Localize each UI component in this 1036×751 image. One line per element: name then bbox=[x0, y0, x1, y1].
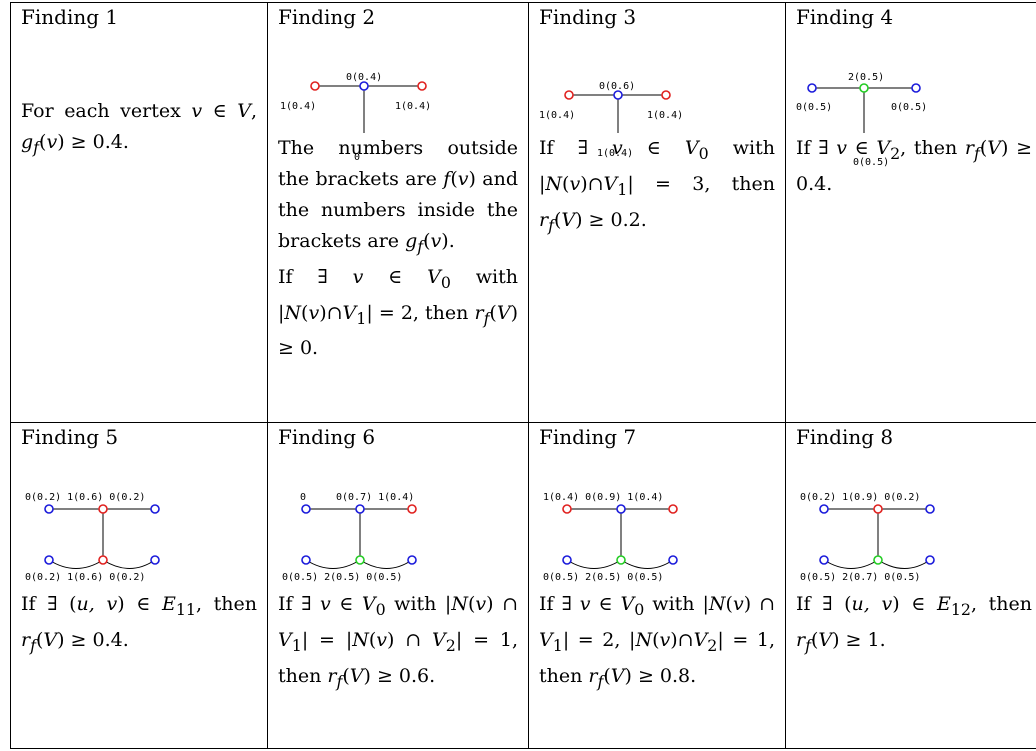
graph-diagram: 0(0.4) 1(0.4) 1(0.4) bbox=[280, 72, 431, 133]
finding-title: Finding 7 bbox=[539, 425, 637, 449]
vertex-label: 1(0.4) bbox=[539, 110, 575, 121]
finding-5-cell: Finding 5 0(0.2) 1(0.6) 0(0.2) 0(0.2) 1(… bbox=[10, 422, 268, 749]
vertex-label: 0 bbox=[300, 492, 306, 503]
vertex-label: 1(0.4) bbox=[395, 101, 431, 112]
vertex-label: 0(0.6) bbox=[599, 81, 635, 92]
finding-title: Finding 4 bbox=[796, 5, 894, 29]
vertex-labels-bottom: 0(0.5) 2(0.7) 0(0.5) bbox=[800, 572, 920, 583]
finding-text: For each vertex v ∈ V, gf(v) ≥ 0.4. bbox=[21, 100, 257, 157]
finding-title: Finding 6 bbox=[278, 425, 376, 449]
finding-title: Finding 8 bbox=[796, 425, 894, 449]
vertex-label: 1(0.4) bbox=[647, 110, 683, 121]
graph-diagram: 0(0.6) 1(0.4) 1(0.4) bbox=[539, 81, 683, 133]
vertex-labels-bottom: 0(0.5) 2(0.5) 0(0.5) bbox=[543, 572, 663, 583]
vertex-label: 1(0.4) bbox=[280, 101, 316, 112]
finding-text: The numbers outside the brackets are f(v… bbox=[278, 137, 518, 360]
finding-text: If ∃ v ∈ V0 with |N(v) ∩ V1| = |N(v) ∩ V… bbox=[278, 593, 518, 691]
finding-3-cell: Finding 3 0(0.6) 1(0.4) 1(0.4) If ∃ v ∈ … bbox=[528, 2, 786, 423]
graph-diagram: 1(0.4) 0(0.9) 1(0.4) 0(0.5) 2(0.5) 0(0.5… bbox=[543, 492, 678, 583]
vertex-labels-bottom: 0(0.2) 1(0.6) 0(0.2) bbox=[25, 572, 145, 583]
finding-7-cell: Finding 7 1(0.4) 0(0.9) 1(0.4) 0(0.5) 2(… bbox=[528, 422, 786, 749]
vertex-labels-top: 0(0.7) 1(0.4) bbox=[336, 492, 414, 503]
finding-title: Finding 5 bbox=[21, 425, 119, 449]
vertex-label: 2(0.5) bbox=[848, 72, 884, 83]
vertex-labels-bottom: 0(0.5) 2(0.5) 0(0.5) bbox=[282, 572, 402, 583]
vertex-label: 0(0.5) bbox=[796, 102, 832, 113]
finding-6-cell: Finding 6 0 0(0.7) 1(0.4) 0(0.5) 2(0.5) … bbox=[267, 422, 529, 749]
finding-title: Finding 1 bbox=[21, 5, 119, 29]
graph-diagram: 0 0(0.7) 1(0.4) 0(0.5) 2(0.5) 0(0.5) bbox=[282, 492, 417, 583]
findings-table: Finding 1 For each vertex v ∈ V, gf(v) ≥… bbox=[10, 2, 1036, 749]
finding-title: Finding 3 bbox=[539, 5, 637, 29]
vertex-label: 0(0.5) bbox=[891, 102, 927, 113]
vertex-labels-top: 0(0.2) 1(0.9) 0(0.2) bbox=[800, 492, 920, 503]
finding-2-cell: Finding 2 0(0.4) 1(0.4) 1(0.4) The numbe… bbox=[267, 2, 529, 423]
vertex-labels-top: 1(0.4) 0(0.9) 1(0.4) bbox=[543, 492, 663, 503]
graph-diagram: 0(0.2) 1(0.6) 0(0.2) 0(0.2) 1(0.6) 0(0.2… bbox=[25, 492, 160, 583]
graph-diagram: 2(0.5) 0(0.5) 0(0.5) bbox=[796, 72, 927, 133]
finding-text: If ∃ v ∈ V2, then rf(V) ≥ 0.4. bbox=[796, 137, 1032, 195]
finding-4-cell: Finding 4 2(0.5) 0(0.5) 0(0.5) If ∃ v ∈ … bbox=[785, 2, 1036, 423]
finding-8-cell: Finding 8 0(0.2) 1(0.9) 0(0.2) 0(0.5) 2(… bbox=[785, 422, 1036, 749]
vertex-labels-top: 0(0.2) 1(0.6) 0(0.2) bbox=[25, 492, 145, 503]
finding-1-cell: Finding 1 For each vertex v ∈ V, gf(v) ≥… bbox=[10, 2, 268, 423]
finding-text: If ∃ v ∈ V0 with |N(v) ∩ V1| = 2, |N(v)∩… bbox=[539, 593, 775, 691]
finding-text: If ∃ v ∈ V0 with |N(v)∩V1| = 3, then rf(… bbox=[539, 137, 775, 235]
graph-diagram: 0(0.2) 1(0.9) 0(0.2) 0(0.5) 2(0.7) 0(0.5… bbox=[800, 492, 935, 583]
vertex-label: 0(0.4) bbox=[346, 72, 382, 83]
finding-title: Finding 2 bbox=[278, 5, 376, 29]
finding-text: If ∃ (u, v) ∈ E12, then rf(V) ≥ 1. bbox=[796, 593, 1032, 655]
finding-text: If ∃ (u, v) ∈ E11, then rf(V) ≥ 0.4. bbox=[21, 593, 257, 655]
